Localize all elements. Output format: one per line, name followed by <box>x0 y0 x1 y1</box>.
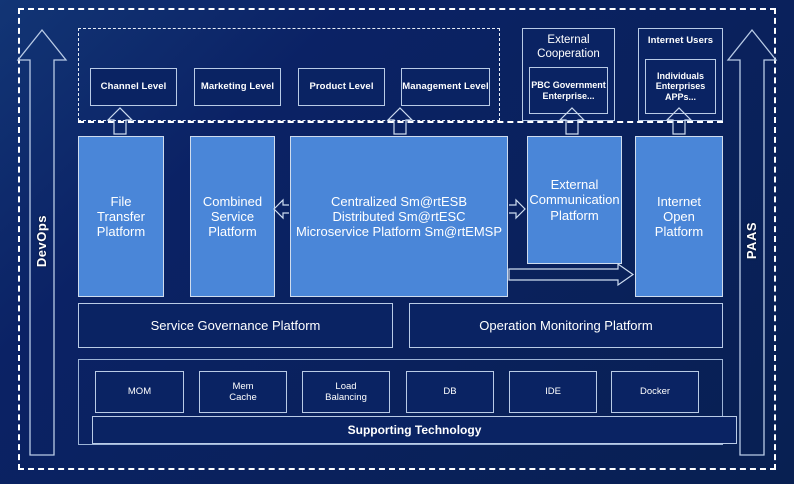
internet-open-platform-line-2: Open <box>663 208 695 224</box>
marketing-level-label: Marketing Level <box>200 81 275 93</box>
tech-component-mem-cache-line-1: Mem <box>232 380 254 392</box>
internet-users-title: Internet Users <box>647 35 714 46</box>
integration-platform-line-1: Centralized Sm@rtESB <box>330 193 468 209</box>
service-governance-platform-box[interactable]: Service Governance Platform <box>78 303 393 348</box>
external-cooperation-inner-box[interactable]: PBC Government Enterprise... <box>529 67 608 114</box>
external-communication-platform-line-3: Platform <box>550 207 599 223</box>
internet-users-inner-2: Enterprises <box>655 81 706 92</box>
operation-monitoring-platform-label: Operation Monitoring Platform <box>479 317 653 333</box>
tech-component-docker[interactable]: Docker <box>611 371 699 413</box>
tech-component-mom[interactable]: MOM <box>95 371 184 413</box>
internet-open-platform-line-1: Internet <box>656 193 702 209</box>
tech-component-load-balancing-line-1: Load <box>335 380 357 392</box>
external-cooperation-inner-2: Enterprise... <box>542 90 595 101</box>
product-level-box[interactable]: Product Level <box>298 68 385 106</box>
file-transfer-platform-line-1: File <box>110 193 132 209</box>
external-cooperation-title-2: Cooperation <box>537 47 600 60</box>
external-communication-platform-line-1: External <box>550 177 599 192</box>
combined-service-platform-box[interactable]: Combined Service Platform <box>190 136 275 297</box>
internet-users-inner-box[interactable]: Individuals Enterprises APPs... <box>645 59 716 114</box>
tech-component-mom-line-1: MOM <box>127 386 152 398</box>
combined-service-platform-line-1: Combined <box>202 193 263 209</box>
service-governance-platform-label: Service Governance Platform <box>150 317 321 333</box>
internet-users-inner-3: APPs... <box>664 91 696 102</box>
external-communication-platform-box[interactable]: External Communication Platform <box>527 136 622 264</box>
supporting-technology-label: Supporting Technology <box>347 422 482 437</box>
paas-rail-label: PAAS <box>744 222 759 260</box>
external-cooperation-inner-1: PBC Government <box>531 79 606 90</box>
tech-component-load-balancing-line-2: Balancing <box>325 392 367 403</box>
external-communication-platform-line-2: Communication <box>529 192 620 208</box>
consumer-platform-separator <box>78 121 723 123</box>
channel-level-label: Channel Level <box>100 81 167 93</box>
tech-component-ide-line-1: IDE <box>545 386 561 398</box>
product-level-label: Product Level <box>309 81 374 93</box>
internet-users-inner-1: Individuals <box>656 70 704 81</box>
combined-service-platform-line-3: Platform <box>208 224 257 240</box>
file-transfer-platform-line-2: Transfer <box>97 208 145 224</box>
management-level-label: Management Level <box>402 81 489 93</box>
file-transfer-platform-line-3: Platform <box>96 224 146 240</box>
operation-monitoring-platform-box[interactable]: Operation Monitoring Platform <box>409 303 723 348</box>
technology-layer-frame <box>78 359 723 445</box>
internet-open-platform-box[interactable]: Internet Open Platform <box>635 136 723 297</box>
internet-open-platform-line-3: Platform <box>654 224 704 240</box>
integration-platform-line-3: Microservice Platform Sm@rtEMSP <box>295 224 503 240</box>
tech-component-db[interactable]: DB <box>406 371 494 413</box>
integration-platform-box[interactable]: Centralized Sm@rtESB Distributed Sm@rtES… <box>290 136 508 297</box>
channel-level-box[interactable]: Channel Level <box>90 68 177 106</box>
tech-component-mem-cache-line-2: Cache <box>229 392 257 403</box>
tech-component-db-line-1: DB <box>443 386 457 398</box>
internal-channel-region <box>78 28 500 121</box>
integration-platform-line-2: Distributed Sm@rtESC <box>332 208 466 224</box>
supporting-technology-banner[interactable]: Supporting Technology <box>92 416 737 444</box>
tech-component-mem-cache[interactable]: Mem Cache <box>199 371 287 413</box>
tech-component-ide[interactable]: IDE <box>509 371 597 413</box>
file-transfer-platform-box[interactable]: File Transfer Platform <box>78 136 164 297</box>
marketing-level-box[interactable]: Marketing Level <box>194 68 281 106</box>
tech-component-load-balancing[interactable]: Load Balancing <box>302 371 390 413</box>
devops-rail-label: DevOps <box>34 215 49 268</box>
external-cooperation-title-1: External <box>547 34 590 46</box>
management-level-box[interactable]: Management Level <box>401 68 490 106</box>
tech-component-docker-line-1: Docker <box>639 386 671 398</box>
combined-service-platform-line-2: Service <box>210 208 255 224</box>
